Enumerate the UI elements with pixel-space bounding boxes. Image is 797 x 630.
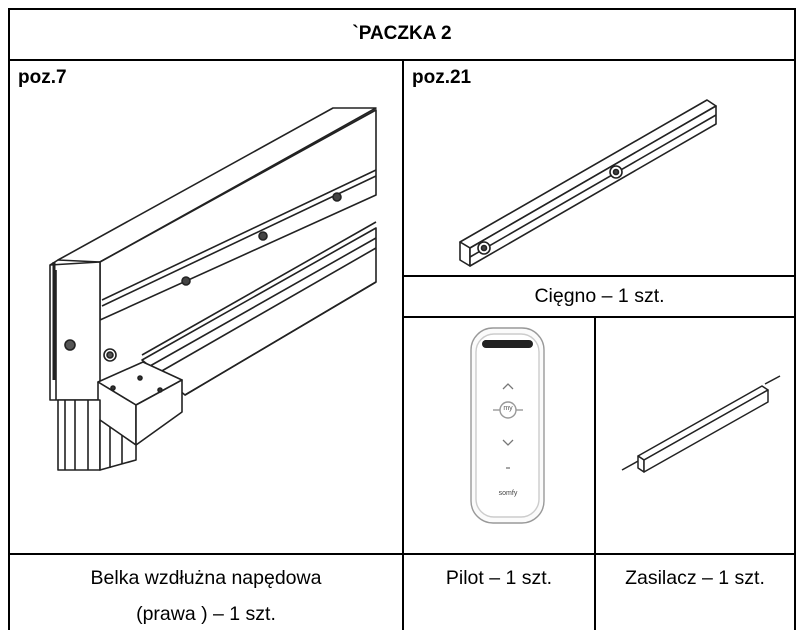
power-supply-caption: Zasilacz – 1 szt. <box>625 567 765 589</box>
position-label-21: poz.21 <box>412 67 472 88</box>
beam-caption-line2: (prawa ) – 1 szt. <box>136 603 276 625</box>
table-border-left <box>8 8 10 630</box>
caption-row-divider <box>8 553 795 555</box>
header-divider <box>8 59 795 61</box>
beam-caption-line1: Belka wzdłużna napędowa <box>90 567 322 589</box>
tie-rod-caption: Cięgno – 1 szt. <box>534 285 665 307</box>
position-label-7: poz.7 <box>18 67 67 88</box>
remote-brand-label: somfy <box>498 490 518 497</box>
tie-rod-image-divider <box>402 275 795 277</box>
table-border-right <box>794 8 796 630</box>
package-title: `PACZKA 2 <box>352 23 452 44</box>
remote-my-button-label: my <box>503 405 513 412</box>
tie-rod-caption-divider <box>402 316 795 318</box>
remote-power-divider <box>594 317 596 630</box>
remote-caption: Pilot – 1 szt. <box>445 567 553 589</box>
table-border-top <box>8 8 795 10</box>
center-divider <box>402 60 404 630</box>
